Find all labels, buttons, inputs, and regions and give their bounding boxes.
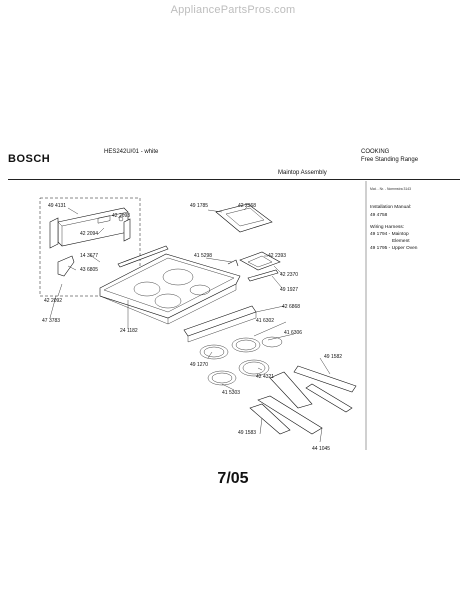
part-label-441045: 44 1045 [312, 446, 330, 452]
part-label-415298: 41 5298 [194, 253, 212, 259]
part-label-415303: 41 5303 [222, 390, 240, 396]
header-rule [8, 179, 460, 180]
material-number-note: Mat. - Nr. - Nommstra 3143 [370, 187, 411, 191]
category: COOKING [361, 149, 390, 155]
category-subtitle: Free Standing Range [361, 157, 419, 163]
part-label-436805: 43 6805 [80, 267, 98, 273]
rear-trim [215, 203, 273, 233]
side-support-right [305, 383, 353, 413]
watermark: AppliancePartsPros.com [170, 4, 296, 16]
heating-element-center [231, 337, 261, 353]
leader-lines [49, 205, 331, 443]
part-label-491583: 49 1583 [238, 430, 256, 436]
cooktop-glass [99, 253, 241, 325]
part-label-143677: 14 3677 [80, 253, 98, 259]
brand-name: BOSCH [8, 153, 51, 165]
part-label-491785: 49 1785 [190, 203, 208, 209]
retaining-bar [247, 269, 279, 282]
part-label-491582: 49 1582 [324, 354, 342, 360]
bracket-clip [57, 255, 75, 277]
lower-strap [249, 403, 291, 435]
harness-maintop-element: Element [392, 238, 410, 244]
heating-element-left-rear [207, 370, 237, 386]
indicator-light-housing [239, 251, 281, 271]
part-label-422368: 42 2368 [238, 203, 256, 209]
manual-number: 49 4758 [370, 212, 388, 218]
part-label-473783: 47 3783 [42, 318, 60, 324]
manual-title: Installation Manual: [370, 204, 411, 210]
harness-title: Wiring Harness: [370, 224, 404, 230]
cooktop-side-trim [117, 245, 169, 268]
heating-element-left-front [199, 344, 229, 360]
assembly-title: Maintop Assembly [278, 170, 327, 176]
page-footer-date: 7/05 [217, 470, 249, 487]
end-cap-right [123, 218, 131, 242]
heating-element-right-front [238, 359, 270, 377]
harness-upper-oven: 49 1795 - Upper Oven [370, 245, 418, 251]
rear-support-rail [293, 365, 357, 393]
heating-element-small [261, 336, 283, 348]
control-panel-group-box [39, 197, 141, 297]
part-label-491927: 49 1927 [280, 287, 298, 293]
part-label-422093: 42 2093 [112, 213, 130, 219]
part-label-491270: 49 1270 [190, 362, 208, 368]
part-label-416302: 41 6302 [256, 318, 274, 324]
part-label-422094: 42 2094 [80, 231, 98, 237]
model-number: HES242U/01 - white [104, 149, 159, 155]
part-label-426868: 42 6868 [282, 304, 300, 310]
harness-maintop: 49 1794 - Maintop [370, 231, 409, 237]
side-support-left [269, 371, 313, 409]
part-label-422370: 42 2370 [280, 272, 298, 278]
part-label-422092: 42 2092 [44, 298, 62, 304]
part-label-241182: 24 1182 [120, 328, 138, 334]
part-label-422393: 42 2393 [268, 253, 286, 259]
end-cap-left [49, 217, 59, 249]
part-label-416306: 41 6306 [284, 330, 302, 336]
part-label-424321: 42 4321 [256, 374, 274, 380]
spring-clip [227, 259, 239, 267]
part-label-494131: 49 4131 [48, 203, 66, 209]
